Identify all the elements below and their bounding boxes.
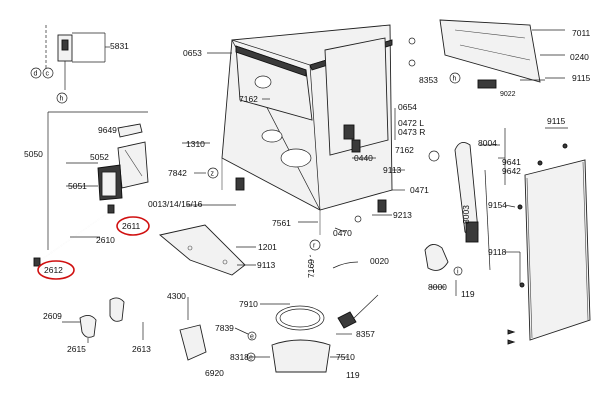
callout-h-right: h (453, 76, 457, 83)
label-0653: 0653 (183, 48, 202, 58)
label-9113-bottom: 9113 (257, 260, 276, 270)
label-2610: 2610 (96, 235, 115, 245)
label-9154: 9154 (488, 200, 507, 210)
top-bracket (439, 19, 565, 89)
label-0240: 0240 (570, 52, 589, 62)
label-1310: 1310 (186, 139, 205, 149)
label-2609: 2609 (43, 311, 62, 321)
label-9115-right: 9115 (547, 116, 566, 126)
label-0471: 0471 (410, 185, 429, 195)
label-5052: 5052 (90, 152, 109, 162)
label-8004: 8004 (478, 138, 497, 148)
label-9113-mid: 9113 (383, 165, 402, 175)
callout-e-upper: e (250, 334, 254, 341)
label-119-right: 119 (461, 289, 475, 299)
label-7910: 7910 (239, 299, 258, 309)
label-0473R: 0473 R (398, 127, 425, 137)
part-labels: 5831 0653 7011 0240 8353 9022 9115 7162 … (24, 28, 591, 380)
callout-c: c (46, 71, 50, 78)
label-7162: 7162 (239, 94, 258, 104)
base-parts (79, 224, 379, 373)
label-5831: 5831 (110, 41, 129, 51)
callout-letters: d c h h z r e e i (34, 71, 460, 362)
callout-i: i (457, 269, 459, 276)
label-0440: 0440 (354, 153, 373, 163)
label-0013-14-15-16: 0013/14/15/16 (148, 199, 203, 209)
label-4300: 4300 (167, 291, 186, 301)
label-0654: 0654 (398, 102, 417, 112)
label-7842: 7842 (168, 168, 187, 178)
valve-assembly (45, 25, 110, 90)
guide-rails (33, 204, 115, 267)
label-9115-top: 9115 (572, 73, 591, 83)
left-components (47, 111, 149, 250)
label-7510: 7510 (336, 352, 355, 362)
side-panel (484, 143, 591, 345)
label-2615: 2615 (67, 344, 86, 354)
tub-frame (221, 24, 393, 235)
label-8000: 8000 (428, 282, 447, 292)
label-119-bottom: 119 (346, 370, 360, 380)
label-2611: 2611 (122, 221, 141, 231)
label-6920: 6920 (205, 368, 224, 378)
spray-arm-assembly (424, 141, 479, 276)
label-5051: 5051 (68, 181, 87, 191)
callout-z: z (211, 171, 215, 178)
label-1201: 1201 (258, 242, 277, 252)
label-9213: 9213 (393, 210, 412, 220)
label-2612: 2612 (44, 265, 63, 275)
callout-r: r (313, 243, 316, 250)
leader-lines (62, 52, 568, 358)
highlight-2611 (116, 216, 150, 236)
label-9118: 9118 (488, 247, 507, 257)
label-7839: 7839 (215, 323, 234, 333)
label-0020: 0020 (370, 256, 389, 266)
label-5050: 5050 (24, 149, 43, 159)
label-8318: 8318 (230, 352, 249, 362)
label-0472L: 0472 L (398, 118, 424, 128)
label-8353: 8353 (419, 75, 438, 85)
label-9642: 9642 (502, 166, 521, 176)
label-7162-right: 7162 (395, 145, 414, 155)
callout-h-left: h (60, 96, 64, 103)
label-7169: 7169 (306, 259, 316, 278)
label-7011: 7011 (572, 28, 591, 38)
label-0470: 0470 (333, 228, 352, 238)
highlight-2612 (37, 260, 75, 280)
label-9022: 9022 (500, 91, 516, 98)
label-9641: 9641 (502, 157, 521, 167)
label-8003: 8003 (461, 205, 471, 224)
label-2613: 2613 (132, 344, 151, 354)
callout-d: d (34, 71, 38, 78)
label-9649: 9649 (98, 125, 117, 135)
label-8357: 8357 (356, 329, 375, 339)
label-7561: 7561 (272, 218, 291, 228)
callout-e-lower: e (249, 355, 253, 362)
